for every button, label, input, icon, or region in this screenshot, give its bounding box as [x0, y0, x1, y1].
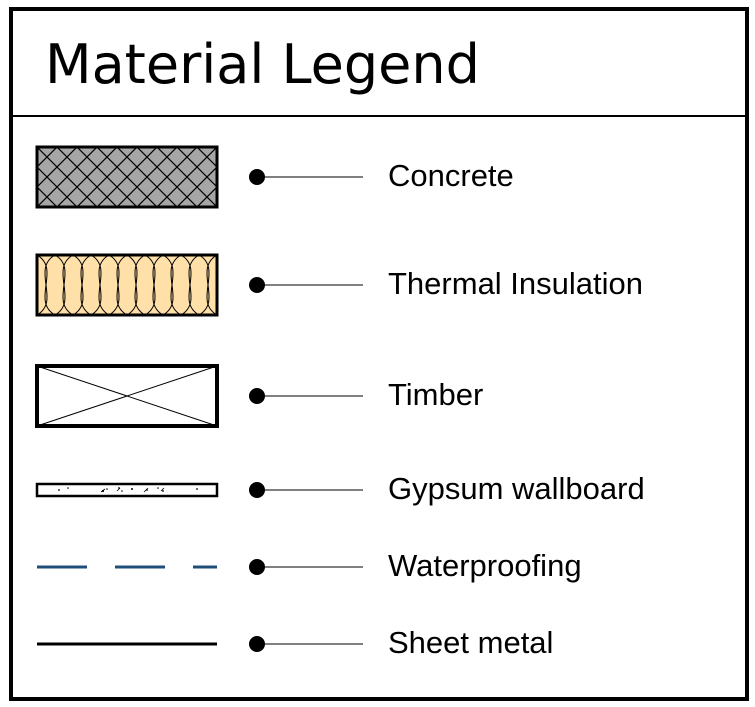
- material-legend: Material Legend Concrete: [9, 7, 749, 701]
- legend-label-concrete: Concrete: [388, 158, 514, 193]
- leader-line: [247, 634, 367, 654]
- thermal-insulation-swatch: [35, 253, 219, 317]
- legend-item-timber: Timber: [13, 364, 745, 428]
- legend-label-sheet-metal: Sheet metal: [388, 625, 554, 660]
- legend-label-gypsum-wallboard: Gypsum wallboard: [388, 471, 645, 506]
- leader-line: [247, 557, 367, 577]
- gypsum-wallboard-swatch: [35, 482, 219, 498]
- legend-item-thermal-insulation: Thermal Insulation: [13, 253, 745, 317]
- legend-title: Material Legend: [45, 33, 480, 96]
- leader-line: [247, 167, 367, 187]
- legend-header: Material Legend: [13, 11, 745, 117]
- legend-label-waterproofing: Waterproofing: [388, 548, 582, 583]
- leader-line: [247, 275, 367, 295]
- leader-line: [247, 480, 367, 500]
- legend-item-waterproofing: Waterproofing: [13, 548, 745, 584]
- waterproofing-swatch: [37, 565, 217, 569]
- sheet-metal-swatch: [37, 642, 217, 646]
- legend-item-concrete: Concrete: [13, 145, 745, 209]
- legend-label-thermal-insulation: Thermal Insulation: [388, 266, 644, 301]
- concrete-swatch: [35, 145, 219, 209]
- leader-line: [247, 386, 367, 406]
- timber-swatch: [35, 364, 219, 428]
- legend-item-sheet-metal: Sheet metal: [13, 625, 745, 661]
- legend-item-gypsum-wallboard: Gypsum wallboard: [13, 471, 745, 507]
- legend-label-timber: Timber: [388, 377, 484, 412]
